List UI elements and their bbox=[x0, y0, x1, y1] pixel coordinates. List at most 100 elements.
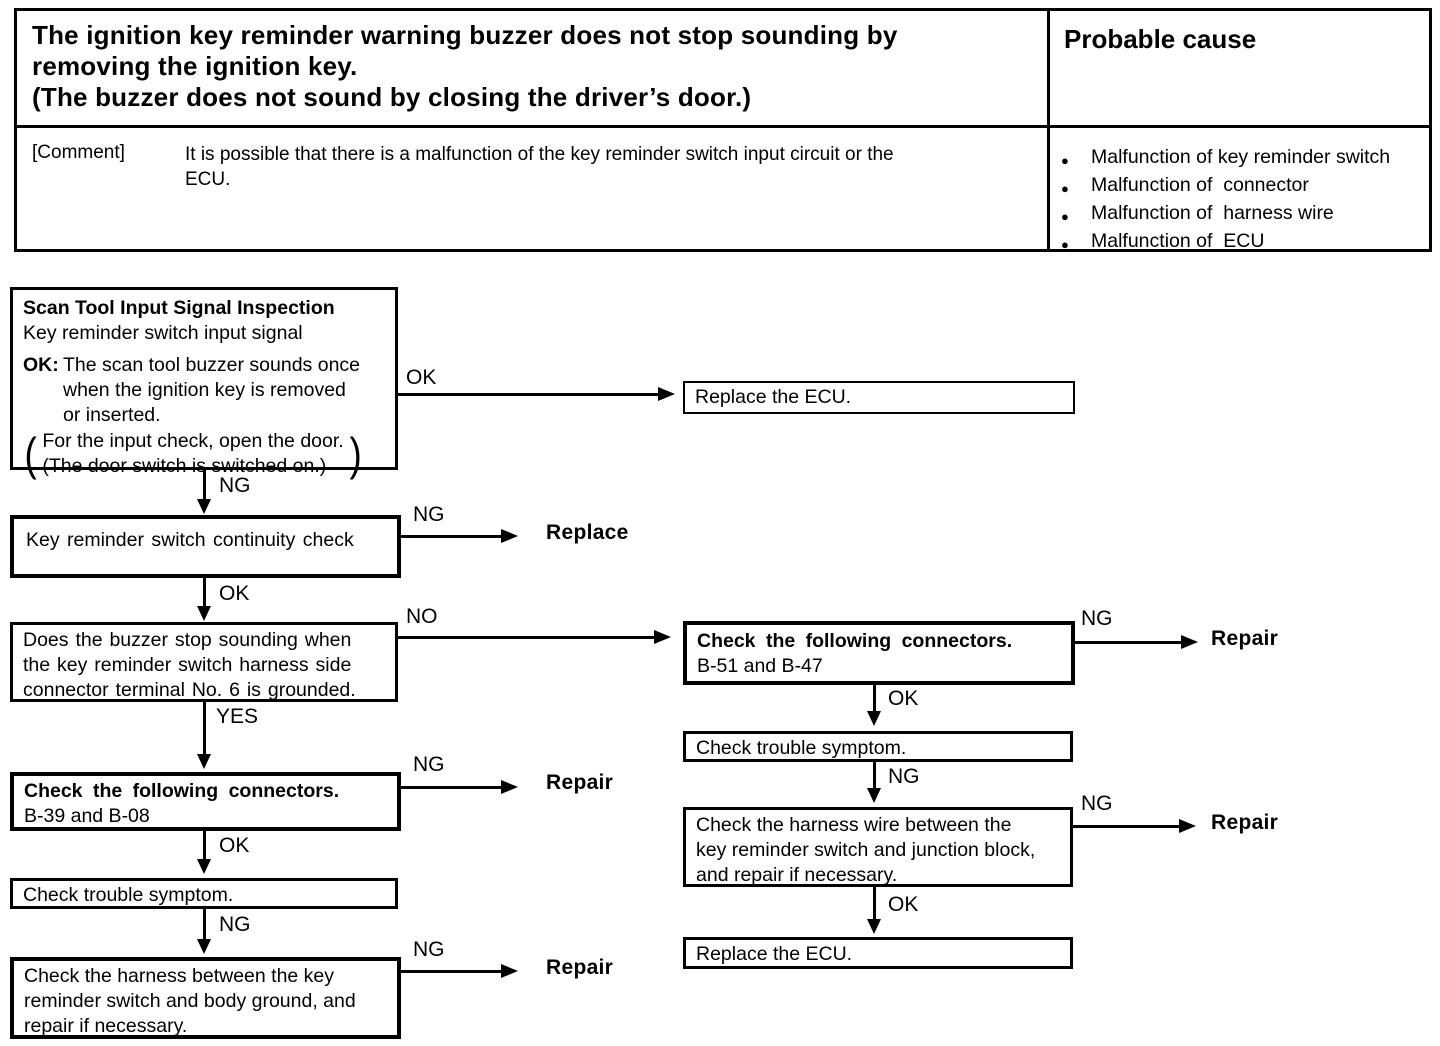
flow-line-trouble-right-ng bbox=[873, 762, 876, 790]
cause-item: ● Malfunction of key reminder switch bbox=[1061, 145, 1431, 173]
probable-cause-list: ● Malfunction of key reminder switch ● M… bbox=[1061, 145, 1431, 257]
cause-text: Malfunction of harness wire bbox=[1091, 202, 1334, 224]
flow-line-b51-ok bbox=[873, 685, 876, 713]
box-text: Check the harness between the key remind… bbox=[24, 965, 356, 1037]
flow-box-check-connectors-b51-b47: Check the following connectors. B-51 and… bbox=[683, 621, 1075, 685]
box-text: Does the buzzer stop sounding when the k… bbox=[23, 629, 356, 701]
flow-label-yes: YES bbox=[216, 705, 259, 728]
flow-box-check-harness-junction-block: Check the harness wire between the key r… bbox=[683, 807, 1073, 887]
flow-box-check-trouble-symptom-left: Check trouble symptom. bbox=[10, 878, 398, 909]
bullet-icon: ● bbox=[1061, 181, 1069, 196]
arrow-right-icon bbox=[658, 387, 675, 401]
comment-cell: [Comment] It is possible that there is a… bbox=[32, 142, 995, 192]
cause-item: ● Malfunction of connector bbox=[1061, 173, 1431, 201]
arrow-right-icon bbox=[501, 780, 518, 794]
box-title: Check the following connectors. bbox=[697, 630, 1013, 652]
arrow-down-icon bbox=[867, 919, 881, 934]
flow-box-scan-tool-inspection: Scan Tool Input Signal Inspection Key re… bbox=[10, 287, 398, 478]
probable-cause-title: Probable cause bbox=[1064, 24, 1257, 54]
flow-line-b39-ok bbox=[203, 831, 206, 861]
comment-label: [Comment] bbox=[32, 142, 125, 163]
bullet-icon: ● bbox=[1061, 153, 1069, 168]
flow-label-ng: NG bbox=[219, 913, 251, 936]
flow-line-trouble-left-ng bbox=[203, 909, 206, 941]
box-text: Replace the ECU. bbox=[696, 943, 853, 965]
box-title: Scan Tool Input Signal Inspection bbox=[23, 297, 335, 319]
flow-line-scan-ng bbox=[203, 470, 206, 500]
flow-label-ng: NG bbox=[219, 474, 251, 497]
box-text: Check trouble symptom. bbox=[696, 737, 907, 759]
arrow-down-icon bbox=[197, 939, 211, 954]
box-subtitle: Key reminder switch input signal bbox=[23, 322, 303, 344]
flow-label-ok: OK bbox=[219, 834, 250, 857]
box-text: Check trouble symptom. bbox=[23, 884, 234, 906]
flow-label-ok: OK bbox=[888, 687, 919, 710]
box-text: Check the harness wire between the key r… bbox=[696, 814, 1036, 886]
flow-label-ng: NG bbox=[413, 503, 445, 526]
arrow-down-icon bbox=[867, 788, 881, 803]
flow-line-b51-ng bbox=[1075, 641, 1183, 644]
flow-box-check-harness-body-ground: Check the harness between the key remind… bbox=[10, 957, 401, 1039]
symptom-table: The ignition key reminder warning buzzer… bbox=[14, 8, 1432, 252]
flow-box-check-trouble-symptom-right: Check trouble symptom. bbox=[683, 731, 1073, 762]
flow-line-buzzer-no bbox=[398, 636, 656, 639]
flow-line-harness-body-ng bbox=[401, 970, 503, 973]
flow-line-scan-ok bbox=[398, 393, 658, 396]
paren-open: ( bbox=[24, 428, 37, 480]
box-detail: B-39 and B-08 bbox=[24, 805, 150, 827]
flow-box-check-connectors-b39-b08: Check the following connectors. B-39 and… bbox=[10, 772, 401, 831]
flow-terminal-replace: Replace bbox=[546, 521, 629, 544]
flow-label-ng: NG bbox=[413, 753, 445, 776]
flow-terminal-repair: Repair bbox=[1211, 627, 1279, 650]
arrow-right-icon bbox=[654, 630, 671, 644]
cause-text: Malfunction of ECU bbox=[1091, 230, 1265, 252]
arrow-down-icon bbox=[197, 859, 211, 874]
table-column-divider bbox=[1047, 11, 1050, 249]
comment-text: It is possible that there is a malfuncti… bbox=[185, 144, 894, 190]
cause-item: ● Malfunction of ECU bbox=[1061, 229, 1431, 257]
flow-terminal-repair: Repair bbox=[546, 956, 614, 979]
flow-line-harness-junction-ng bbox=[1073, 825, 1181, 828]
box-text: Replace the ECU. bbox=[695, 386, 852, 408]
arrow-down-icon bbox=[197, 606, 211, 621]
note-text: For the input check, open the door. (The… bbox=[42, 430, 344, 477]
flow-line-b39-ng bbox=[401, 786, 503, 789]
arrow-down-icon bbox=[197, 754, 211, 769]
note-parenthetical: ( For the input check, open the door. (T… bbox=[23, 429, 385, 479]
flow-label-ng: NG bbox=[1081, 607, 1113, 630]
arrow-down-icon bbox=[197, 499, 211, 514]
flow-line-continuity-ng bbox=[401, 535, 503, 538]
flow-box-replace-ecu-top: Replace the ECU. bbox=[683, 381, 1075, 414]
symptom-text: The ignition key reminder warning buzzer… bbox=[32, 20, 898, 112]
flow-label-ng: NG bbox=[413, 938, 445, 961]
flow-line-buzzer-yes bbox=[203, 702, 206, 756]
flow-terminal-repair: Repair bbox=[546, 771, 614, 794]
ok-criteria-text: The scan tool buzzer sounds once when th… bbox=[63, 354, 361, 426]
arrow-right-icon bbox=[501, 964, 518, 978]
arrow-right-icon bbox=[1179, 819, 1196, 833]
flow-box-buzzer-stop-question: Does the buzzer stop sounding when the k… bbox=[10, 622, 398, 702]
flow-box-continuity-check: Key reminder switch continuity check bbox=[10, 515, 401, 578]
flow-terminal-repair: Repair bbox=[1211, 811, 1279, 834]
table-row-divider bbox=[17, 125, 1429, 128]
flow-box-replace-ecu-bottom: Replace the ECU. bbox=[683, 937, 1073, 969]
cause-item: ● Malfunction of harness wire bbox=[1061, 201, 1431, 229]
paren-close: ) bbox=[349, 428, 362, 480]
box-detail: B-51 and B-47 bbox=[697, 655, 823, 677]
flow-label-ok: OK bbox=[406, 366, 437, 389]
arrow-down-icon bbox=[867, 711, 881, 726]
flow-label-ng: NG bbox=[1081, 792, 1113, 815]
flow-line-harness-junction-ok bbox=[873, 887, 876, 921]
ok-criteria: OK: The scan tool buzzer sounds once whe… bbox=[23, 353, 385, 428]
arrow-right-icon bbox=[1181, 635, 1198, 649]
flow-label-no: NO bbox=[406, 605, 438, 628]
flow-line-continuity-ok bbox=[203, 578, 206, 608]
ok-criteria-label: OK: bbox=[23, 354, 59, 376]
box-text: Key reminder switch continuity check bbox=[26, 529, 354, 551]
flow-label-ok: OK bbox=[219, 582, 250, 605]
bullet-icon: ● bbox=[1061, 237, 1069, 252]
cause-text: Malfunction of connector bbox=[1091, 174, 1309, 196]
box-title: Check the following connectors. bbox=[24, 780, 340, 802]
flow-label-ng: NG bbox=[888, 765, 920, 788]
